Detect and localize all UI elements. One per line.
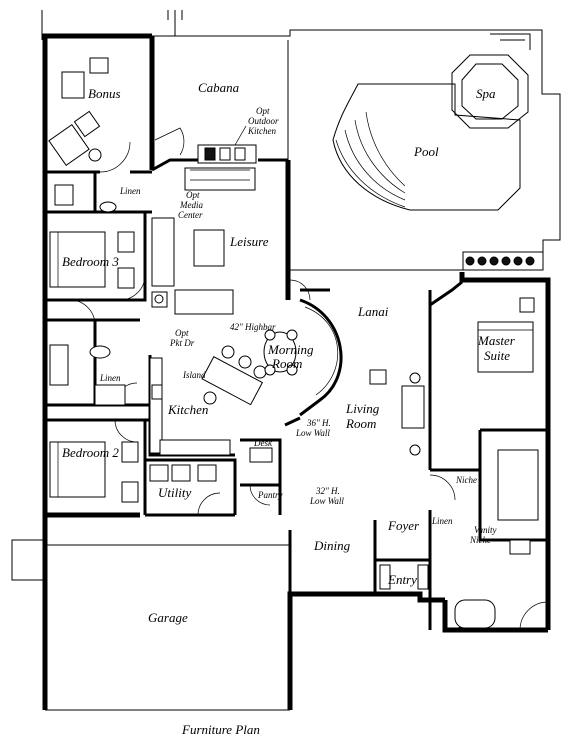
room-label-garage: Garage: [148, 610, 188, 625]
room-label-bedroom-3: Bedroom 3: [62, 254, 119, 269]
note-vanity-niche-1: Vanity: [474, 525, 497, 535]
plan-caption: Furniture Plan: [181, 722, 260, 737]
room-label-leisure: Leisure: [229, 234, 269, 249]
spa: [451, 54, 529, 129]
room-label-lanai: Lanai: [357, 304, 389, 319]
note-linen-top: Linen: [119, 186, 141, 196]
room-label-cabana: Cabana: [198, 80, 240, 95]
note-outdoor-kitchen-2: Outdoor: [248, 116, 279, 126]
exterior-walls: [11, 33, 551, 711]
note-pantry: Pantry: [257, 490, 283, 500]
note-media-center-3: Center: [178, 210, 203, 220]
interior-walls: [45, 158, 548, 630]
note-highbar: 42" Highbar: [230, 322, 276, 332]
room-label-master-1: Master: [477, 333, 516, 348]
note-low-wall-36-1: 36" H.: [306, 418, 331, 428]
note-low-wall-32-1: 32" H.: [315, 486, 340, 496]
note-media-center-2: Media: [179, 200, 203, 210]
room-labels: Bonus Cabana Pool Spa Leisure Bedroom 3 …: [62, 80, 516, 625]
room-label-living-1: Living: [345, 401, 380, 416]
pool-deck: [41, 10, 561, 271]
room-label-foyer: Foyer: [387, 518, 420, 533]
note-pkt-dr-2: Pkt Dr: [169, 338, 195, 348]
note-outdoor-kitchen-3: Kitchen: [247, 126, 276, 136]
note-desk: Desk: [253, 438, 273, 448]
room-label-utility: Utility: [158, 485, 191, 500]
note-linen-right: Linen: [431, 516, 453, 526]
room-label-pool: Pool: [413, 144, 439, 159]
note-outdoor-kitchen-1: Opt: [256, 106, 270, 116]
room-label-entry: Entry: [387, 572, 417, 587]
note-pkt-dr-1: Opt: [175, 328, 189, 338]
morning-room-bay: [299, 298, 343, 417]
room-label-morning-2: Room: [271, 356, 302, 371]
room-label-bedroom-2: Bedroom 2: [62, 445, 119, 460]
room-label-living-2: Room: [345, 416, 376, 431]
note-island: Island: [182, 370, 206, 380]
pool: [332, 83, 521, 211]
note-linen-left: Linen: [99, 373, 121, 383]
room-label-dining: Dining: [313, 538, 351, 553]
note-vanity-niche-2: Niche: [469, 535, 491, 545]
room-label-spa: Spa: [476, 86, 496, 101]
room-label-bonus: Bonus: [88, 86, 121, 101]
room-label-master-2: Suite: [484, 348, 510, 363]
furniture: [48, 57, 539, 629]
door-swings: [69, 127, 549, 631]
note-low-wall-36-2: Low Wall: [295, 428, 330, 438]
room-label-morning-1: Morning: [267, 342, 314, 357]
note-low-wall-32-2: Low Wall: [309, 496, 344, 506]
planter-row: [462, 251, 544, 271]
note-media-center-1: Opt: [186, 190, 200, 200]
room-label-kitchen: Kitchen: [167, 402, 208, 417]
annotations: Opt Outdoor Kitchen Opt Media Center Lin…: [99, 106, 497, 545]
note-niche: Niche: [455, 475, 477, 485]
